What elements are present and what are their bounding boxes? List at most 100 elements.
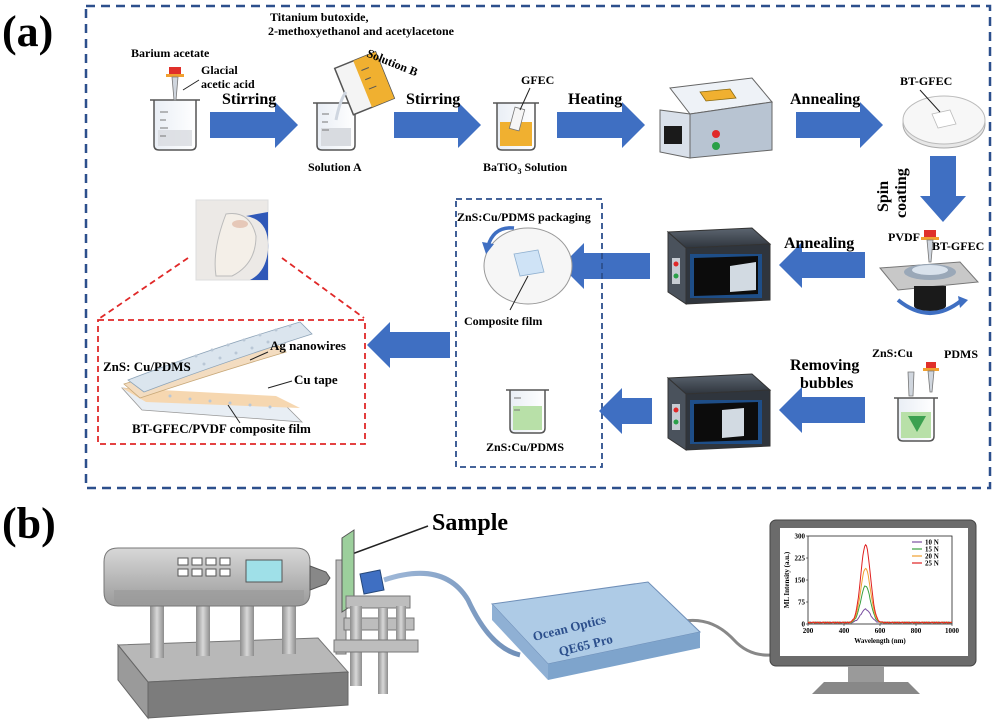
label-sample: Sample — [432, 510, 508, 536]
beaker-zns-cu — [894, 397, 938, 442]
chart-xlabel: Wavelength (nm) — [854, 637, 906, 645]
arrow-stirring-1 — [210, 102, 298, 148]
connector-line — [281, 257, 365, 319]
sample-holder — [333, 529, 419, 694]
label-solution-a: Solution A — [308, 160, 362, 174]
label-pdms: PDMS — [944, 347, 978, 361]
label-acetic-acid: acetic acid — [201, 77, 255, 91]
pointer-line — [227, 404, 241, 424]
device-layers — [121, 321, 313, 423]
label-stirring-2: Stirring — [406, 91, 460, 108]
label-zns-pdms: ZnS:Cu/PDMS — [486, 440, 564, 454]
label-coating: coating — [893, 168, 910, 218]
arrow-heating — [557, 102, 645, 148]
spin-coater — [879, 261, 980, 315]
chart-legend-group: 10 N15 N20 N25 N — [912, 539, 939, 568]
arrow-removing-bubbles — [779, 387, 865, 433]
beaker-barium-acetate — [150, 99, 200, 151]
force-gauge — [103, 547, 331, 607]
pour-stream — [334, 91, 348, 121]
panel-b-label: (b) — [2, 499, 56, 548]
chart-y-tick-label: 0 — [802, 621, 806, 629]
device-structure-box — [97, 319, 366, 445]
chart-y-tick-label: 225 — [795, 555, 806, 563]
label-zns-cu-pdms-layer: ZnS: Cu/PDMS — [103, 359, 191, 374]
dropper-icon — [921, 230, 939, 263]
label-composite-film-device: BT-GFEC/PVDF composite film — [132, 421, 311, 436]
label-cu-tape: Cu tape — [294, 372, 338, 387]
label-packaging: ZnS:Cu/PDMS packaging — [457, 210, 591, 224]
hotplate — [659, 77, 773, 159]
label-barium-acetate: Barium acetate — [131, 46, 210, 60]
packaging-box — [455, 198, 603, 468]
label-glacial: Glacial — [201, 63, 238, 77]
label-removing: Removing — [790, 357, 859, 374]
label-bt-gfec-spin: BT-GFEC — [932, 239, 984, 253]
dropper-icon — [907, 362, 939, 397]
chart-legend-label: 20 N — [925, 553, 939, 561]
arrow-spin-coating — [920, 156, 966, 222]
device-photo — [195, 199, 269, 281]
composite-film-disc — [482, 226, 573, 305]
oven-2 — [666, 373, 772, 451]
chart-x-tick-label: 600 — [875, 627, 886, 635]
label-zns-cu: ZnS:Cu — [872, 346, 913, 360]
chart-series-line — [807, 543, 953, 624]
monitor — [769, 519, 977, 694]
label-batio3: BaTiO3 Solution — [483, 160, 567, 176]
connector-line — [99, 257, 189, 319]
chart-legend-label: 10 N — [925, 539, 939, 547]
arrow-annealing-2 — [779, 242, 865, 288]
label-spin: Spin — [875, 181, 892, 212]
chart-ylabel: ML Intensity (a.u.) — [783, 551, 791, 608]
pointer-line — [267, 380, 293, 389]
arrow-left-oven-2 — [599, 388, 652, 434]
chart-legend-label: 15 N — [925, 546, 939, 554]
arrow-annealing-1 — [796, 102, 883, 148]
pointer-line — [519, 87, 531, 111]
chart-x-tick-label: 200 — [803, 627, 814, 635]
spectrometer — [490, 581, 702, 680]
chart-x-tick-label: 800 — [911, 627, 922, 635]
pointer-line — [919, 89, 941, 113]
pointer-line — [509, 275, 529, 311]
label-annealing-1: Annealing — [790, 91, 860, 108]
beaker-zns-pdms — [506, 389, 549, 434]
label-bt-gfec-top: BT-GFEC — [900, 74, 952, 88]
label-annealing-2: Annealing — [784, 235, 854, 252]
panel-a-frame — [84, 4, 992, 490]
label-heating: Heating — [568, 91, 622, 108]
chart-ticks-group: 200 400 600 800 1000 0 75 150 225 300 — [795, 533, 960, 636]
label-titanium-2: 2-methoxyethanol and acetylacetone — [268, 24, 455, 38]
label-ag-nanowires: Ag nanowires — [270, 338, 346, 353]
pointer-line — [351, 525, 429, 555]
label-gfec: GFEC — [521, 73, 554, 87]
oven-1 — [666, 227, 772, 305]
pointer-line — [249, 351, 269, 361]
chart-series-group — [807, 543, 953, 624]
dropper-icon — [166, 67, 184, 101]
beaker-solution-a — [313, 102, 359, 151]
chart-y-tick-label: 300 — [795, 533, 806, 541]
chart-legend-label: 25 N — [925, 560, 939, 568]
label-pvdf: PVDF — [888, 230, 920, 244]
chart-y-tick-label: 150 — [795, 577, 806, 585]
arrow-stirring-2 — [394, 102, 481, 148]
chart-x-tick-label: 400 — [839, 627, 850, 635]
beaker-solution-b — [333, 50, 396, 116]
label-composite-film: Composite film — [464, 314, 542, 328]
label-bubbles: bubbles — [800, 375, 853, 392]
arrow-left-packaging — [561, 243, 650, 289]
label-titanium-1: Titanium butoxide, — [270, 10, 368, 24]
pointer-line — [182, 79, 200, 91]
bt-gfec-wafer — [902, 95, 986, 149]
optical-fiber — [383, 570, 521, 658]
arrow-left-device — [367, 322, 450, 368]
label-stirring-1: Stirring — [222, 91, 276, 108]
spectrum-chart: 200 400 600 800 1000 0 75 150 225 300 10 N15 N20 … — [783, 533, 960, 646]
chart-y-tick-label: 75 — [798, 599, 806, 607]
beaker-batio3 — [493, 102, 539, 151]
chart-x-tick-label: 1000 — [945, 627, 960, 635]
